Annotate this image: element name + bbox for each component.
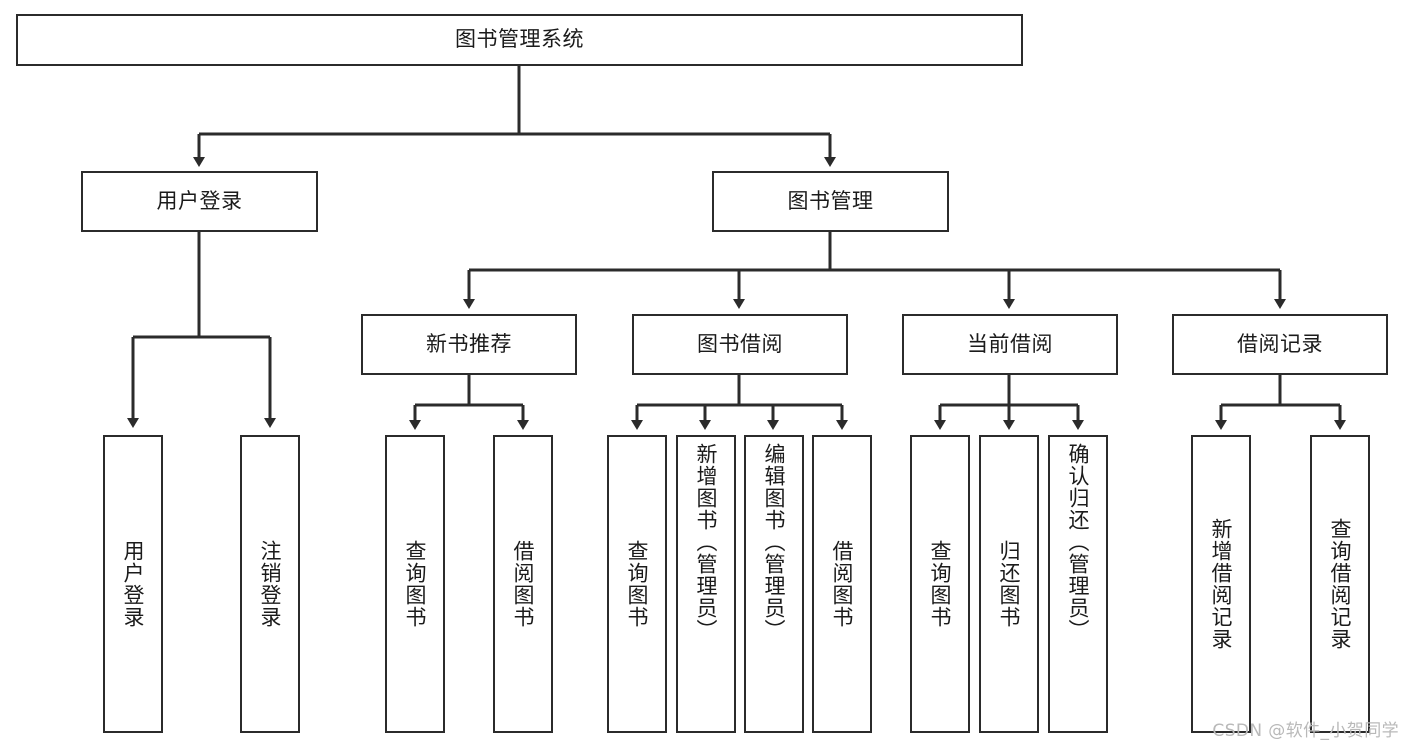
node-leaf-current-return-book[interactable]: 归还图书 (979, 435, 1039, 733)
node-leaf-record-query-record-label: 查询借阅记录 (1328, 518, 1353, 650)
node-leaf-borrow-add-book[interactable]: 新增图书（管理员） (676, 435, 736, 733)
node-leaf-borrow-edit-book-label: 编辑图书（管理员） (762, 443, 787, 641)
node-leaf-recommend-query-book[interactable]: 查询图书 (385, 435, 445, 733)
node-leaf-borrow-query-book[interactable]: 查询图书 (607, 435, 667, 733)
node-leaf-borrow-borrow-book[interactable]: 借阅图书 (812, 435, 872, 733)
node-leaf-current-query-book-label: 查询图书 (928, 540, 953, 628)
node-new-book-recommend-label: 新书推荐 (426, 331, 512, 356)
node-leaf-record-add-record[interactable]: 新增借阅记录 (1191, 435, 1251, 733)
node-book-management[interactable]: 图书管理 (712, 171, 949, 232)
node-new-book-recommend[interactable]: 新书推荐 (361, 314, 577, 375)
node-leaf-current-query-book[interactable]: 查询图书 (910, 435, 970, 733)
node-leaf-user-login-login[interactable]: 用户登录 (103, 435, 163, 733)
node-user-login[interactable]: 用户登录 (81, 171, 318, 232)
node-leaf-borrow-add-book-label: 新增图书（管理员） (694, 443, 719, 641)
node-root-system-label: 图书管理系统 (455, 27, 584, 52)
node-leaf-borrow-edit-book[interactable]: 编辑图书（管理员） (744, 435, 804, 733)
node-leaf-current-confirm-return-label: 确认归还（管理员） (1066, 443, 1091, 641)
csdn-watermark: CSDN @软件_小贺同学 (1212, 721, 1399, 741)
node-leaf-borrow-query-book-label: 查询图书 (625, 540, 650, 628)
node-borrow-record-label: 借阅记录 (1237, 331, 1323, 356)
node-leaf-user-login-login-label: 用户登录 (121, 540, 146, 628)
node-book-management-label: 图书管理 (787, 188, 874, 213)
node-borrow-record[interactable]: 借阅记录 (1172, 314, 1388, 375)
node-leaf-user-login-logout[interactable]: 注销登录 (240, 435, 300, 733)
node-user-login-label: 用户登录 (156, 188, 243, 213)
node-leaf-recommend-query-book-label: 查询图书 (403, 540, 428, 628)
node-root-system[interactable]: 图书管理系统 (16, 14, 1023, 66)
node-leaf-record-query-record[interactable]: 查询借阅记录 (1310, 435, 1370, 733)
node-current-borrow[interactable]: 当前借阅 (902, 314, 1118, 375)
node-leaf-recommend-borrow-book[interactable]: 借阅图书 (493, 435, 553, 733)
node-leaf-user-login-logout-label: 注销登录 (258, 540, 283, 628)
node-book-borrow-label: 图书借阅 (697, 331, 783, 356)
node-current-borrow-label: 当前借阅 (967, 331, 1053, 356)
node-leaf-current-return-book-label: 归还图书 (997, 540, 1022, 628)
node-leaf-record-add-record-label: 新增借阅记录 (1209, 518, 1234, 650)
node-leaf-borrow-borrow-book-label: 借阅图书 (830, 540, 855, 628)
node-leaf-recommend-borrow-book-label: 借阅图书 (511, 540, 536, 628)
node-book-borrow[interactable]: 图书借阅 (632, 314, 848, 375)
node-leaf-current-confirm-return[interactable]: 确认归还（管理员） (1048, 435, 1108, 733)
